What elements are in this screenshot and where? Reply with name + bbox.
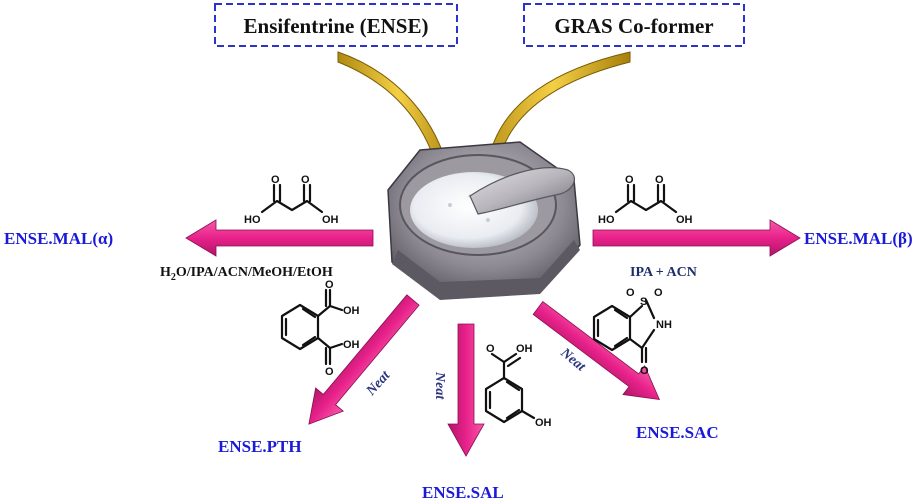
hydroxyl-label: OH	[343, 339, 360, 351]
mal-alpha-arrow	[185, 219, 374, 257]
ense-input-box: Ensifentrine (ENSE)	[214, 3, 458, 47]
sulfur-label: S	[640, 296, 647, 308]
hydroxyl-label: OH	[676, 214, 693, 226]
hydroxyl-label: OH	[322, 214, 339, 226]
malonic-acid-structure-left: O O HO OH	[244, 174, 339, 226]
product-pth: ENSE.PTH	[218, 437, 302, 456]
salicylic-acid-structure: O OH OH	[484, 343, 552, 429]
oxygen-label: O	[655, 174, 664, 186]
oxygen-label: O	[325, 279, 334, 291]
oxygen-label: O	[301, 174, 310, 186]
hydroxyl-label: OH	[516, 343, 533, 355]
coformer-label: GRAS Co-former	[554, 14, 713, 38]
amine-label: NH	[656, 319, 672, 331]
saccharin-structure: S O O NH O	[592, 287, 672, 377]
pth-arrow	[308, 294, 420, 425]
oxygen-label: O	[640, 365, 649, 377]
product-sal: ENSE.SAL	[422, 483, 504, 502]
oxygen-label: O	[654, 287, 663, 299]
mal-beta-arrow	[592, 219, 801, 257]
condition-mal-alpha: H2O/IPA/ACN/MeOH/EtOH	[160, 265, 333, 283]
sac-arrow	[532, 301, 661, 400]
coformer-input-box: GRAS Co-former	[523, 3, 745, 47]
condition-mal-beta: IPA + ACN	[630, 265, 697, 280]
sal-arrow	[447, 323, 485, 457]
product-mal-beta: ENSE.MAL(β)	[804, 229, 913, 248]
oxygen-label: O	[625, 174, 634, 186]
oxygen-label: O	[271, 174, 280, 186]
hydroxyl-label: HO	[244, 214, 261, 226]
product-mal-alpha: ENSE.MAL(α)	[4, 229, 113, 248]
phthalic-acid-structure: O OH OH O	[280, 279, 360, 378]
oxygen-label: O	[325, 366, 334, 378]
condition-sal: Neat	[432, 371, 447, 400]
product-sac: ENSE.SAC	[636, 423, 719, 442]
oxygen-label: O	[626, 287, 635, 299]
mortar-and-pestle-image	[387, 141, 581, 300]
hydroxyl-label: OH	[535, 417, 552, 429]
malonic-acid-structure-right: O O HO OH	[598, 174, 693, 226]
oxygen-label: O	[486, 343, 495, 355]
hydroxyl-label: OH	[343, 305, 360, 317]
condition-pth: Neat	[363, 368, 394, 400]
ense-label: Ensifentrine (ENSE)	[244, 14, 429, 38]
hydroxyl-label: HO	[598, 214, 615, 226]
